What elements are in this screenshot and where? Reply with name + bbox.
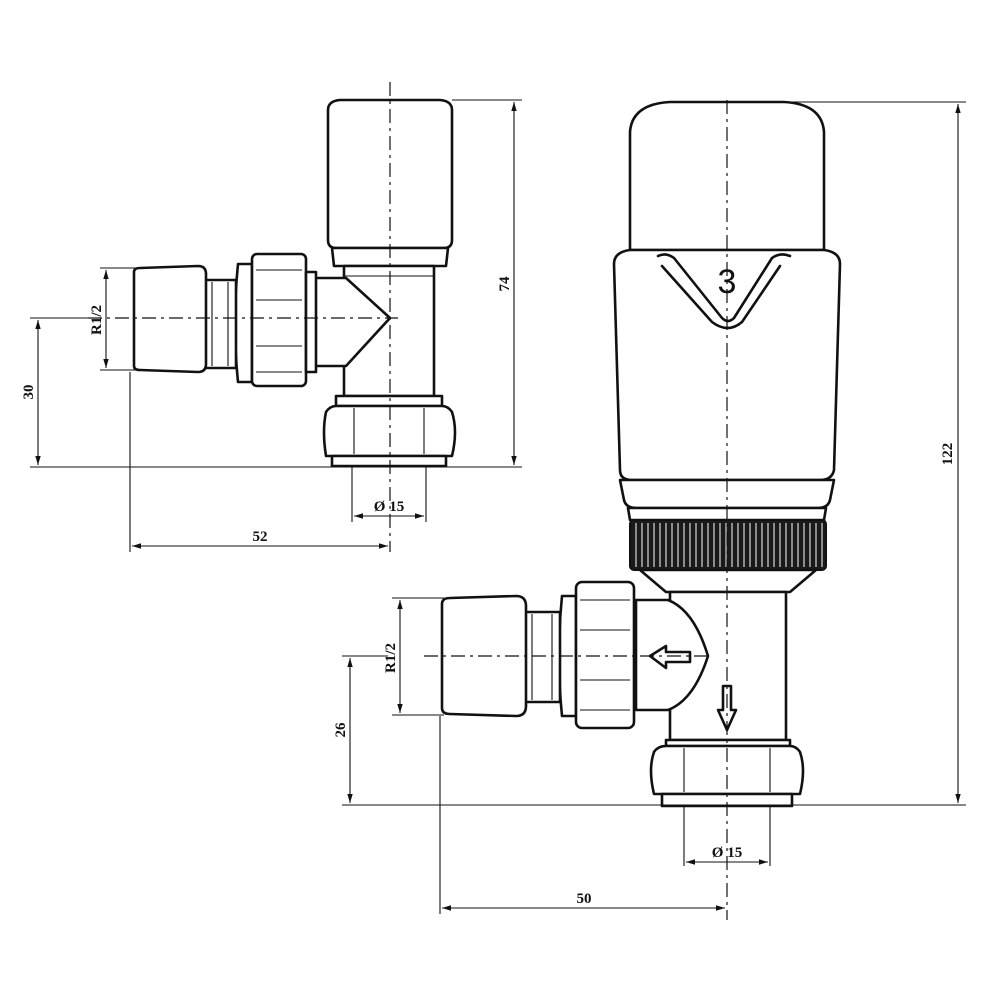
left-pipe-label: Ø 15 bbox=[374, 499, 404, 515]
left-height-label: 74 bbox=[497, 276, 513, 292]
right-offset-label: 26 bbox=[333, 722, 349, 738]
right-dimensions: R1/2 26 122 Ø 15 50 bbox=[333, 101, 966, 914]
right-pipe-label: Ø 15 bbox=[712, 845, 742, 861]
left-valve-hex-nut bbox=[233, 252, 318, 388]
left-thread-label: R1/2 bbox=[89, 305, 105, 335]
right-valve: 3 bbox=[424, 100, 842, 920]
right-valve-hex-nut bbox=[557, 580, 636, 730]
left-valve bbox=[88, 82, 457, 552]
left-offset-label: 30 bbox=[21, 385, 37, 400]
right-thread-label: R1/2 bbox=[383, 643, 399, 673]
left-valve-bottom-nut bbox=[322, 394, 457, 468]
flow-arrow-left-icon bbox=[648, 644, 692, 670]
left-valve-tail bbox=[132, 264, 208, 374]
right-height-label: 122 bbox=[940, 443, 956, 466]
knurled-ring bbox=[629, 519, 827, 571]
left-dimensions: R1/2 30 74 Ø 15 52 bbox=[21, 99, 522, 552]
left-length-label: 52 bbox=[253, 529, 268, 545]
left-valve-thread bbox=[202, 278, 238, 370]
right-length-label: 50 bbox=[577, 891, 592, 907]
right-valve-thread bbox=[522, 610, 562, 704]
